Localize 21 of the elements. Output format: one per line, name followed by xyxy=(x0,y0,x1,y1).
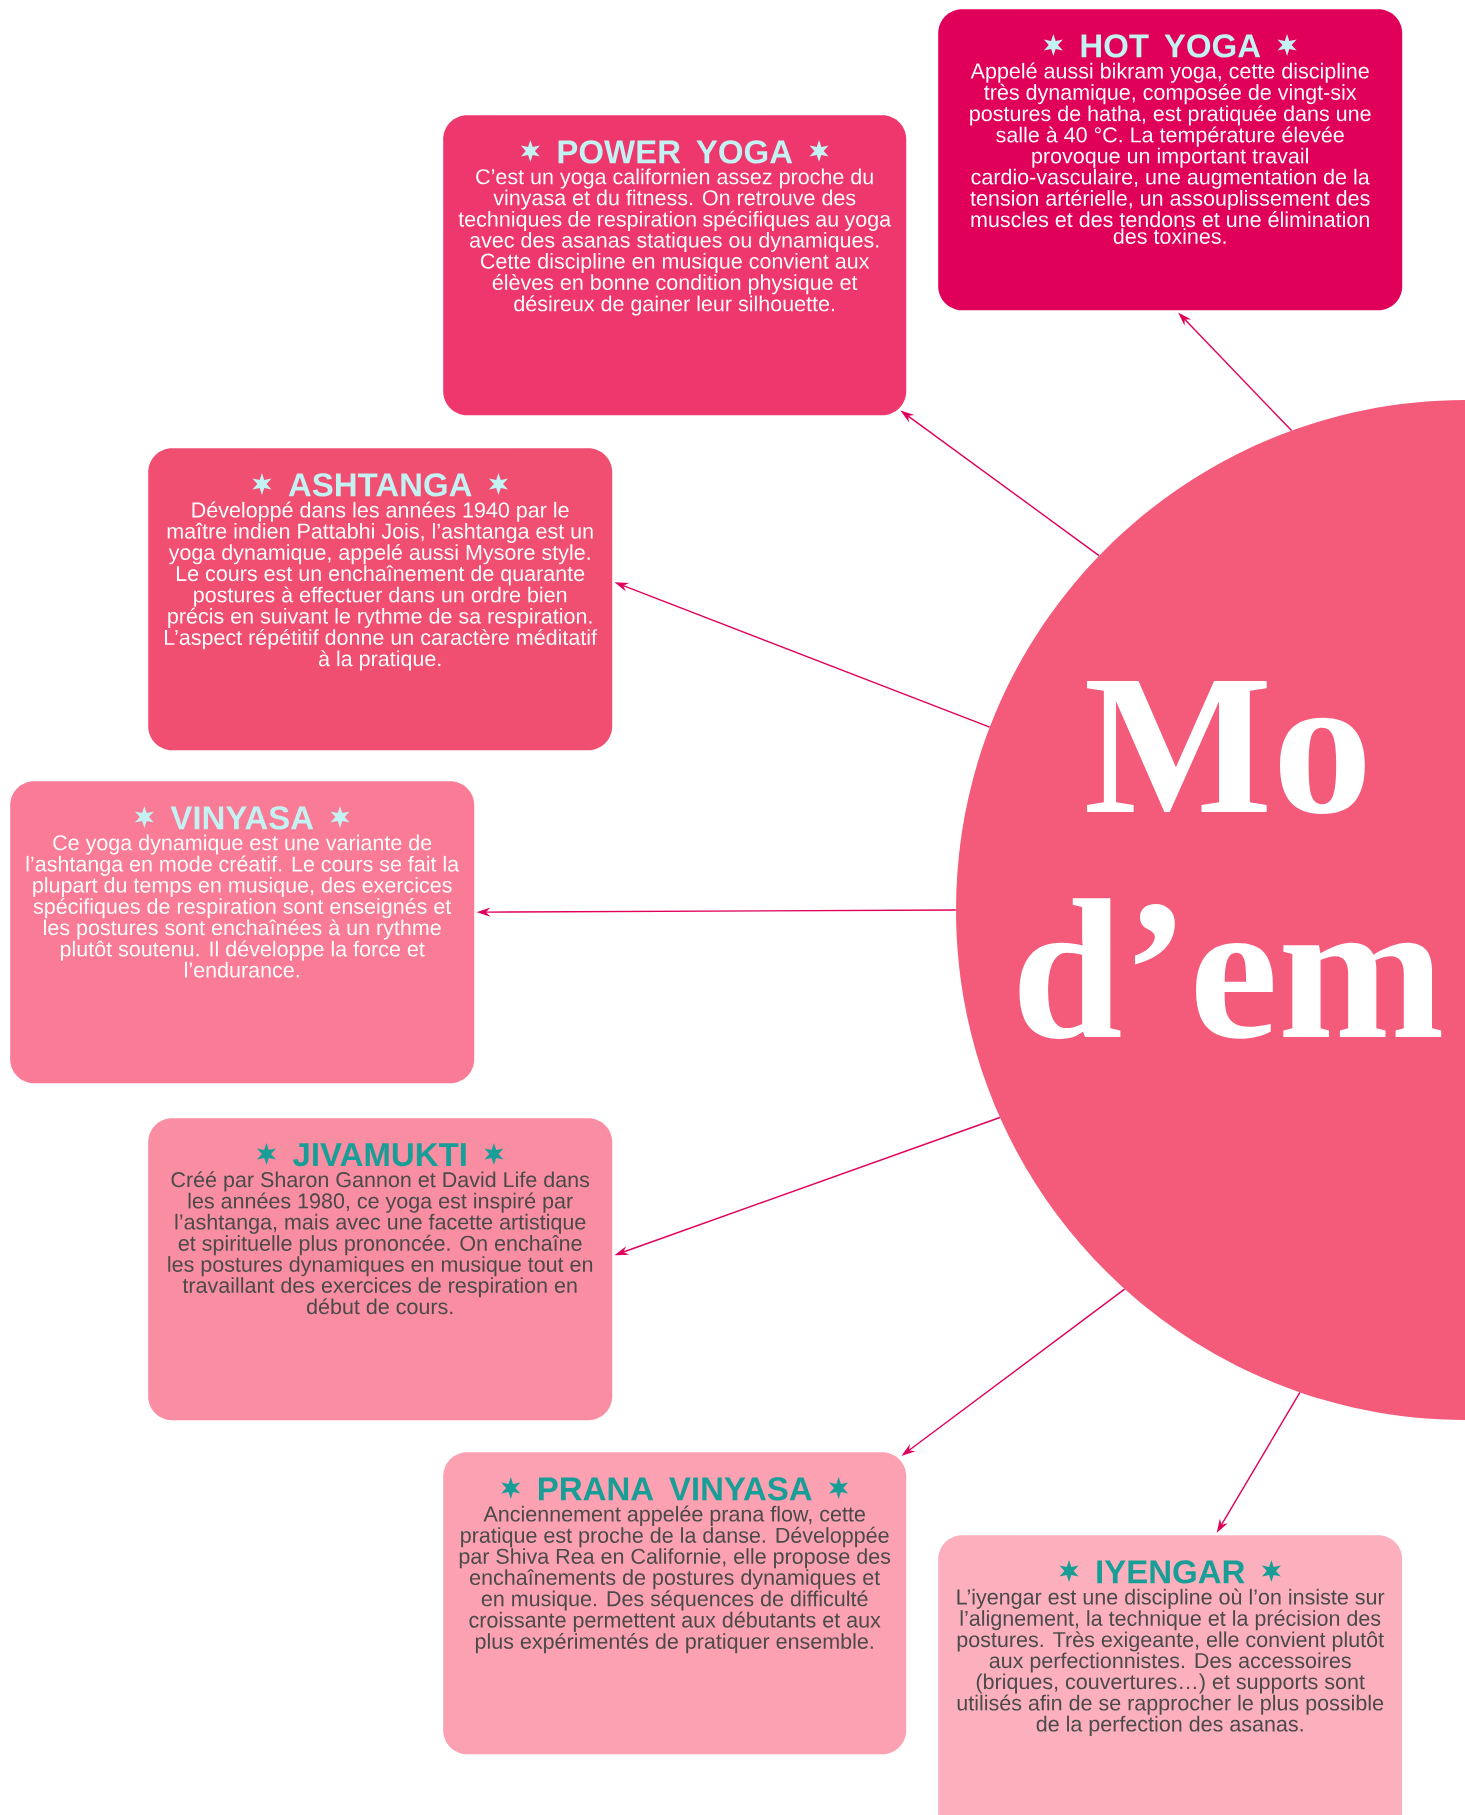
box-description: Ce yoga dynamique est une variante de l’ashtanga en mode créatif. Le cours se fait la plupart du temps en musique, des exercices spécifiques de respiration sont enseignés et les postures sont enchaînées à un rythme plutôt soutenu. Il développe la force et l’endurance. xyxy=(26,834,460,978)
box-title: POWER YOGA xyxy=(558,140,793,164)
box-description: Anciennement appelée prana flow, cette pratique est proche de la danse. Développée par Shiva Rea en Californie, elle propose des enchaînements de postures dynamiques et en musique. Des séquences de difficulté croissante permettent aux débutants et aux plus expérimentés de pratiquer ensemble. xyxy=(459,1505,891,1654)
box-title: VINYASA xyxy=(170,806,314,830)
box-title: PRANA VINYASA xyxy=(539,1477,812,1501)
info-box xyxy=(443,1452,907,1755)
box-description: Appelé aussi bikram yoga, cette discipline très dynamique, composée de vingt-six postures de hatha, est pratiquée dans une salle à 40 °C. La température élevée provoque un important travail cardio-vasculaire, une augmentation de la tension artérielle, un assouplissement des muscles et des tendons et une élimination des toxines. xyxy=(970,62,1371,244)
box-description: Créé par Sharon Gannon et David Life dans les années 1980, ce yoga est inspiré par l’ashtanga, mais avec une facette artistique et spirituelle plus prononcée. On enchaîne les postures dynamiques en musique tout en travaillant des exercices de respiration en début de cours. xyxy=(168,1171,593,1315)
info-box xyxy=(148,1118,613,1421)
box-description: C’est un yoga californien assez proche du vinyasa et du fitness. On retrouve des techniques de respiration spécifiques au yoga avec des asanas statiques ou dynamiques. Cette discipline en musique convient aux élèves en bonne condition physique et désireux de gainer leur silhouette. xyxy=(458,168,892,316)
info-box xyxy=(938,9,1403,311)
box-description: Développé dans les années 1940 par le maître indien Pattabhi Jois, l’ashtanga est un yoga dynamique, appelé aussi Mysore style. Le cours est un enchaînement de quarante postures à effectuer dans un ordre bien précis en suivant le rythme de sa respiration. L’aspect répétitif donne un caractère méditatif à la pratique. xyxy=(165,501,598,671)
info-box xyxy=(938,1535,1403,1815)
info-box xyxy=(148,448,613,751)
info-box xyxy=(443,115,907,416)
box-title: IYENGAR xyxy=(1097,1560,1245,1584)
info-box xyxy=(10,781,475,1084)
box-description: L’iyengar est une discipline où l’on insiste sur l’alignement, la technique et la précision des postures. Très exigeante, elle convient plutôt aux perfectionnistes. Des accessoires (briques, couvertures…) et supports sont utilisés afin de se rapprocher le plus possible de la perfection des asanas. xyxy=(957,1588,1385,1736)
box-title: JIVAMUKTI xyxy=(293,1143,466,1167)
box-title: HOT YOGA xyxy=(1081,34,1261,58)
box-title: ASHTANGA xyxy=(288,473,472,497)
